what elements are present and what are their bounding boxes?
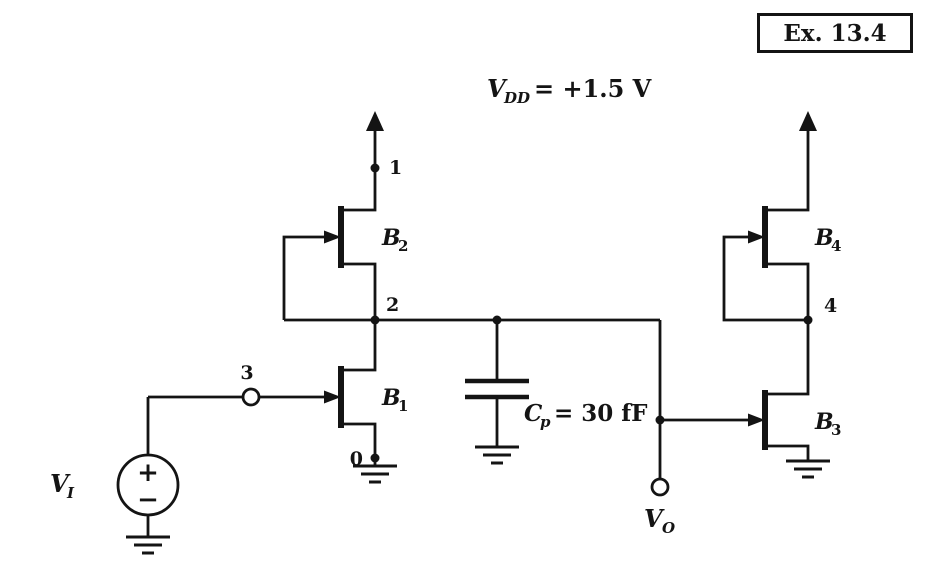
vo-label: V (644, 504, 665, 533)
b4-drain-wire (768, 131, 810, 212)
cap-label: C (524, 400, 543, 427)
b3-drain-wire (768, 320, 810, 396)
supply-subscript: DD (503, 89, 530, 107)
b3-label-subscript: 3 (831, 421, 841, 439)
input-node3-terminal: 3 (148, 362, 261, 407)
node-label-2: 2 (386, 294, 399, 316)
b1-gate-arrow-icon (324, 390, 341, 404)
b3-label: B (814, 409, 834, 435)
b3-gate-arrow-icon (748, 413, 765, 427)
b4-label: B (814, 225, 834, 251)
ground-symbol-b1 (353, 458, 397, 484)
vi-label-subscript: I (66, 484, 75, 502)
b4-label-subscript: 4 (831, 237, 841, 255)
supply-label-vdd: V DD = +1.5 V (487, 74, 652, 107)
example-tag-label: Ex. 13.4 (783, 20, 886, 47)
ground-icon (126, 535, 170, 555)
load-transistor-b4: B 4 (722, 111, 841, 322)
vi-plus-sign: + (137, 458, 159, 488)
node2-rail: 2 (284, 294, 660, 325)
cap-label-subscript: p (540, 413, 551, 431)
load-transistor-b2: B 2 (282, 168, 408, 320)
driver-transistor-b3: B 3 (748, 320, 841, 479)
b4-source-wire (768, 262, 810, 320)
vo-label-subscript: O (662, 519, 675, 537)
vdd-arrow-left-icon (366, 111, 384, 131)
b2-drain-wire (344, 168, 377, 212)
supply-symbol: V (487, 74, 508, 103)
vi-label: V (50, 469, 71, 498)
vi-minus-sign: − (137, 485, 159, 515)
vo-terminal-icon (650, 477, 670, 497)
cap-value: = 30 fF (554, 400, 648, 427)
ground-icon (353, 464, 397, 484)
b2-gate-wire (282, 235, 326, 320)
b3-source-wire (768, 444, 810, 461)
node-label-1: 1 (389, 157, 402, 179)
input-source-vi: + − V I (50, 397, 180, 555)
b1-drain-wire (344, 320, 377, 372)
supply-value: = +1.5 V (534, 74, 652, 103)
b1-label: B (381, 385, 401, 411)
vdd-lead-left: 1 (366, 111, 402, 179)
ground-icon (786, 459, 830, 479)
vdd-arrow-right-icon (799, 111, 817, 131)
b1-label-subscript: 1 (398, 397, 408, 415)
driver-transistor-b1: B 1 0 (259, 320, 408, 470)
b2-label-subscript: 2 (398, 237, 408, 255)
capacitor-cp: C p = 30 fF (465, 315, 648, 465)
b2-gate-arrow-icon (324, 230, 341, 244)
node-label-4: 4 (824, 295, 837, 317)
output-terminal-vo: V O (644, 320, 750, 537)
b1-source-wire (344, 422, 377, 458)
example-tag-border (757, 13, 913, 53)
b4-gate-wire (722, 235, 808, 322)
example-tag-box: Ex. 13.4 (757, 13, 913, 53)
b2-source-wire (344, 262, 377, 320)
node3-terminal-icon (241, 387, 261, 407)
b2-label: B (381, 225, 401, 251)
node-label-3: 3 (240, 362, 253, 384)
ground-icon (475, 445, 519, 465)
b4-gate-arrow-icon (748, 230, 765, 244)
